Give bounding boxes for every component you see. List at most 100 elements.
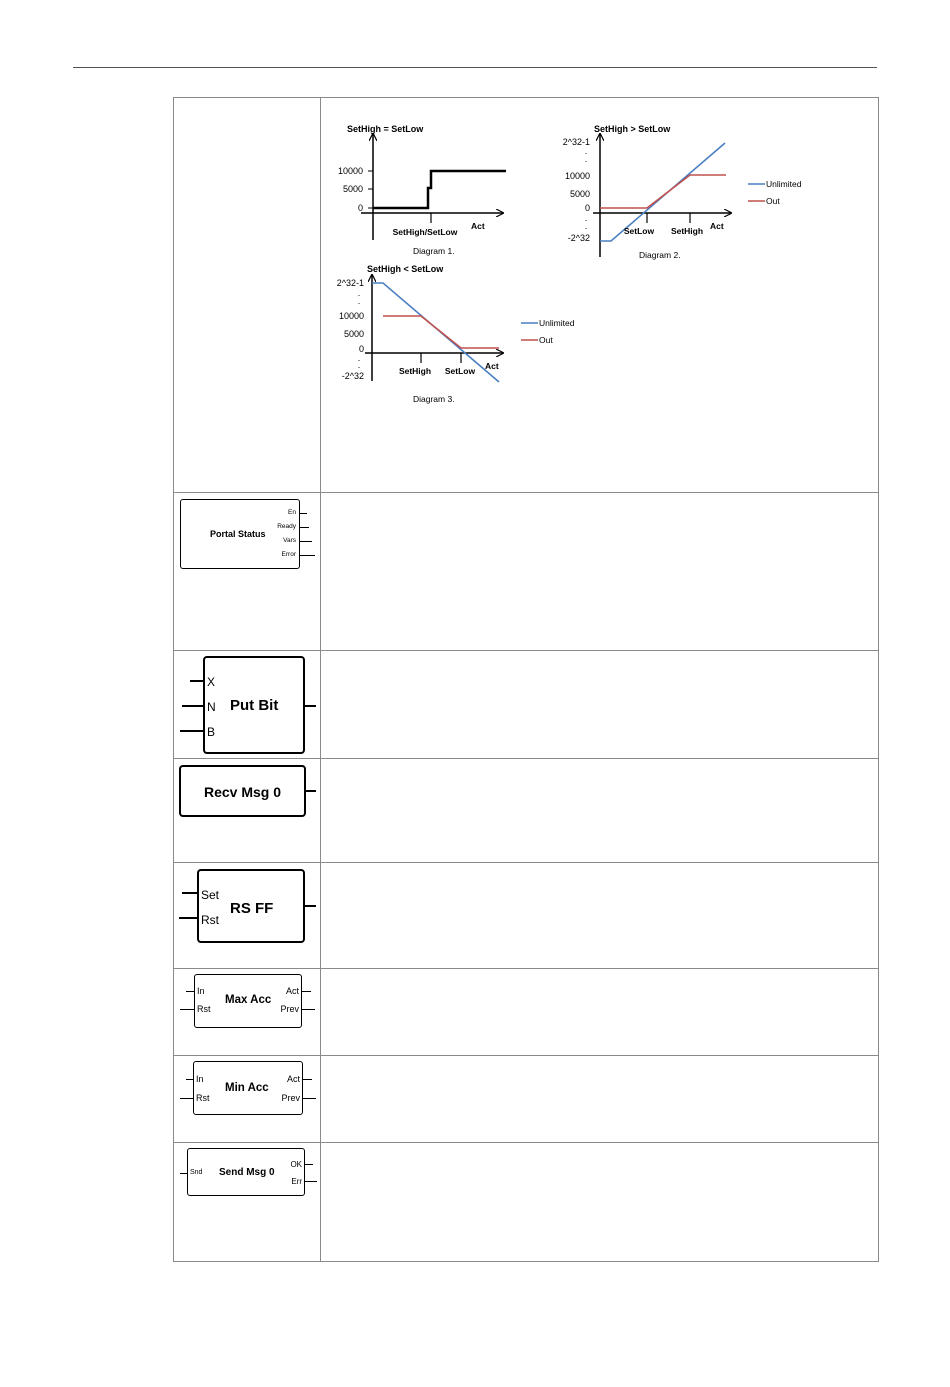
output-label: En <box>288 509 296 516</box>
d3-legend-out: Out <box>539 335 553 345</box>
output-pin <box>304 705 316 707</box>
table-row: In Rst Max Acc Act Prev <box>173 968 879 1056</box>
diagrams-figure: SetHigh = SetLow 10000 5000 0 SetHigh/Se… <box>337 124 802 404</box>
input-label: X <box>207 675 216 689</box>
output-pin <box>305 1164 313 1165</box>
output-label: OK <box>290 1160 302 1169</box>
output-label: Ready <box>277 523 296 530</box>
block-cell-max-acc: In Rst Max Acc Act Prev <box>173 968 321 1056</box>
empty-cell <box>173 97 321 493</box>
d1-condition: SetHigh = SetLow <box>347 124 424 134</box>
d3-unlimited-line <box>372 282 500 383</box>
input-pin <box>182 705 204 707</box>
svg-text:·: · <box>358 362 361 372</box>
output-pin <box>299 555 315 556</box>
d2-out-line <box>600 174 726 209</box>
header-rule <box>73 67 877 68</box>
output-pin <box>304 905 316 907</box>
input-label: B <box>207 725 216 739</box>
table-row: Portal Status En Ready Vars Error <box>173 492 879 651</box>
output-label: Act <box>286 1074 300 1084</box>
description-cell <box>320 492 879 651</box>
output-label: Prev <box>281 1093 300 1103</box>
d2-unlimited-line <box>600 142 726 242</box>
d2-ytick-min: -2^32 <box>568 233 590 243</box>
description-cell <box>320 650 879 759</box>
diagram-2: SetHigh > SetLow 2^32-1 · · 10000 5000 0… <box>563 124 802 260</box>
svg-text:·: · <box>358 290 361 300</box>
svg-text:·: · <box>585 148 588 158</box>
d2-xtick-sethigh: SetHigh <box>671 226 703 236</box>
output-pin <box>299 513 307 514</box>
output-label: Error <box>281 551 296 558</box>
d3-out-line <box>383 315 499 349</box>
d3-xtick-sethigh: SetHigh <box>399 366 431 376</box>
block-cell-put-bit: X N B Put Bit <box>173 650 321 759</box>
input-pin <box>180 730 204 732</box>
min-acc-block: In Rst Min Acc Act Prev <box>193 1061 303 1115</box>
description-cell <box>320 968 879 1056</box>
input-pin <box>186 1079 193 1080</box>
svg-text:·: · <box>585 215 588 225</box>
svg-text:·: · <box>585 156 588 166</box>
input-label: In <box>196 1074 204 1084</box>
d2-ytick-max: 2^32-1 <box>563 137 590 147</box>
d3-ytick-5000: 5000 <box>344 329 364 339</box>
input-label: In <box>197 986 205 996</box>
block-title: Max Acc <box>225 994 272 1006</box>
output-pin <box>303 1098 316 1099</box>
d1-ytick-10000: 10000 <box>338 166 363 176</box>
put-bit-block: X N B Put Bit <box>203 656 305 754</box>
table-row: X N B Put Bit <box>173 650 879 759</box>
output-pin <box>305 1181 317 1182</box>
input-pin <box>179 917 198 919</box>
d3-xtick-setlow: SetLow <box>445 366 476 376</box>
svg-text:·: · <box>358 355 361 365</box>
d2-legend-unlimited: Unlimited <box>766 179 802 189</box>
block-title: Recv Msg 0 <box>203 784 282 800</box>
description-cell <box>320 862 879 969</box>
d3-caption: Diagram 3. <box>413 394 455 404</box>
output-label: Vars <box>283 537 296 544</box>
block-cell-min-acc: In Rst Min Acc Act Prev <box>173 1055 321 1143</box>
block-cell-portal-status: Portal Status En Ready Vars Error <box>173 492 321 651</box>
output-pin <box>302 991 311 992</box>
max-acc-block: In Rst Max Acc Act Prev <box>194 974 302 1028</box>
d1-xtick: SetHigh/SetLow <box>393 227 458 237</box>
d2-legend-out: Out <box>766 196 780 206</box>
description-cell <box>320 1142 879 1262</box>
input-label: Rst <box>197 1004 211 1014</box>
d3-ytick-min: -2^32 <box>342 371 364 381</box>
diagram-1: SetHigh = SetLow 10000 5000 0 SetHigh/Se… <box>338 124 506 256</box>
input-label: Rst <box>196 1093 210 1103</box>
block-cell-rs-ff: Set Rst RS FF <box>173 862 321 969</box>
description-cell <box>320 1055 879 1143</box>
function-block-table: SetHigh = SetLow 10000 5000 0 SetHigh/Se… <box>173 97 879 1262</box>
input-pin <box>182 892 198 894</box>
d3-legend-unlimited: Unlimited <box>539 318 575 328</box>
d1-out-line <box>373 169 506 210</box>
input-pin <box>186 991 194 992</box>
output-pin <box>303 1079 312 1080</box>
d3-x-label: Act <box>485 361 499 371</box>
d1-caption: Diagram 1. <box>413 246 455 256</box>
d3-condition: SetHigh < SetLow <box>367 264 444 274</box>
table-row: Set Rst RS FF <box>173 862 879 969</box>
input-pin <box>180 1173 187 1174</box>
description-cell <box>320 758 879 863</box>
d1-ytick-0: 0 <box>358 203 363 213</box>
output-label: Prev <box>280 1004 299 1014</box>
block-title: Min Acc <box>225 1082 269 1094</box>
block-title: Send Msg 0 <box>219 1167 275 1178</box>
input-pin <box>180 1098 193 1099</box>
d2-ytick-0: 0 <box>585 203 590 213</box>
table-row: Snd Send Msg 0 OK Err <box>173 1142 879 1262</box>
d2-ytick-5000: 5000 <box>570 189 590 199</box>
output-label: Act <box>285 986 299 996</box>
svg-text:·: · <box>358 298 361 308</box>
input-label: Rst <box>201 913 219 927</box>
output-pin <box>299 541 312 542</box>
d2-x-label: Act <box>710 221 724 231</box>
diagram-cell: SetHigh = SetLow 10000 5000 0 SetHigh/Se… <box>320 97 879 493</box>
send-msg-block: Snd Send Msg 0 OK Err <box>187 1148 305 1196</box>
